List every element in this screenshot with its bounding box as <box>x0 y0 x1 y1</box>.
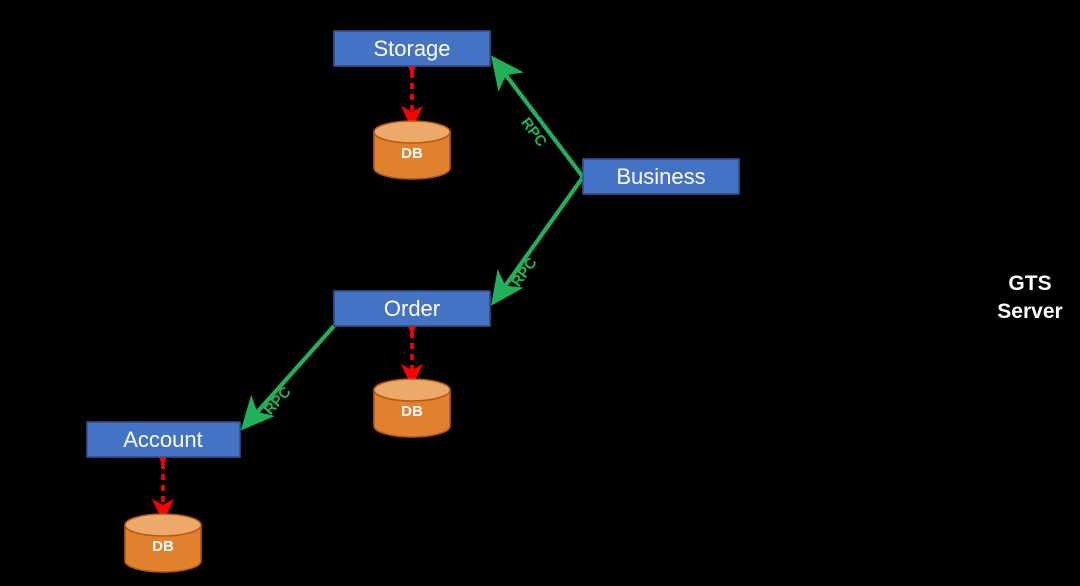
service-label-business: Business <box>616 164 705 189</box>
gts-caption-line2: Server <box>997 300 1062 323</box>
service-node-storage[interactable]: Storage <box>333 30 491 67</box>
database-label-storage: DB <box>401 145 423 162</box>
rpc-label-order-to-account: RPC <box>261 383 295 418</box>
service-label-account: Account <box>123 427 203 452</box>
rpc-line-order-to-account <box>240 324 336 431</box>
service-label-storage: Storage <box>373 36 450 61</box>
database-cylinder-top-account <box>124 513 202 537</box>
service-node-account[interactable]: Account <box>86 421 241 458</box>
database-node-storage-db[interactable]: DB <box>373 120 451 180</box>
service-box-account[interactable] <box>86 421 241 458</box>
service-box-business[interactable] <box>582 158 740 195</box>
rpc-label-business-to-storage: RPC <box>517 115 550 151</box>
database-label-account: DB <box>152 538 174 555</box>
gts-server-caption: GTS Server <box>997 272 1062 323</box>
rpc-label-text-storage: RPC <box>517 115 550 151</box>
database-cylinder-top-storage <box>373 120 451 144</box>
database-node-order-db[interactable]: DB <box>373 378 451 438</box>
service-node-order[interactable]: Order <box>333 290 491 327</box>
rpc-label-text-account: RPC <box>261 383 295 418</box>
service-box-order[interactable] <box>333 290 491 327</box>
database-label-order: DB <box>401 403 423 420</box>
service-label-order: Order <box>384 296 440 321</box>
database-cylinder-body-storage[interactable] <box>373 131 451 180</box>
service-node-business[interactable]: Business <box>582 158 740 195</box>
database-node-account-db[interactable]: DB <box>124 513 202 573</box>
database-cylinder-body-account[interactable] <box>124 524 202 573</box>
rpc-label-text-order: RPC <box>508 254 540 290</box>
rpc-connectors <box>240 55 585 431</box>
db-connectors <box>151 51 424 522</box>
service-box-storage[interactable] <box>333 30 491 67</box>
database-cylinder-top-order <box>373 378 451 402</box>
rpc-label-business-to-order: RPC <box>508 254 540 290</box>
database-cylinder-body-order[interactable] <box>373 389 451 438</box>
gts-caption-line1: GTS <box>1008 272 1051 295</box>
rpc-line-business-to-order <box>491 175 585 306</box>
rpc-line-business-to-storage <box>490 55 585 179</box>
